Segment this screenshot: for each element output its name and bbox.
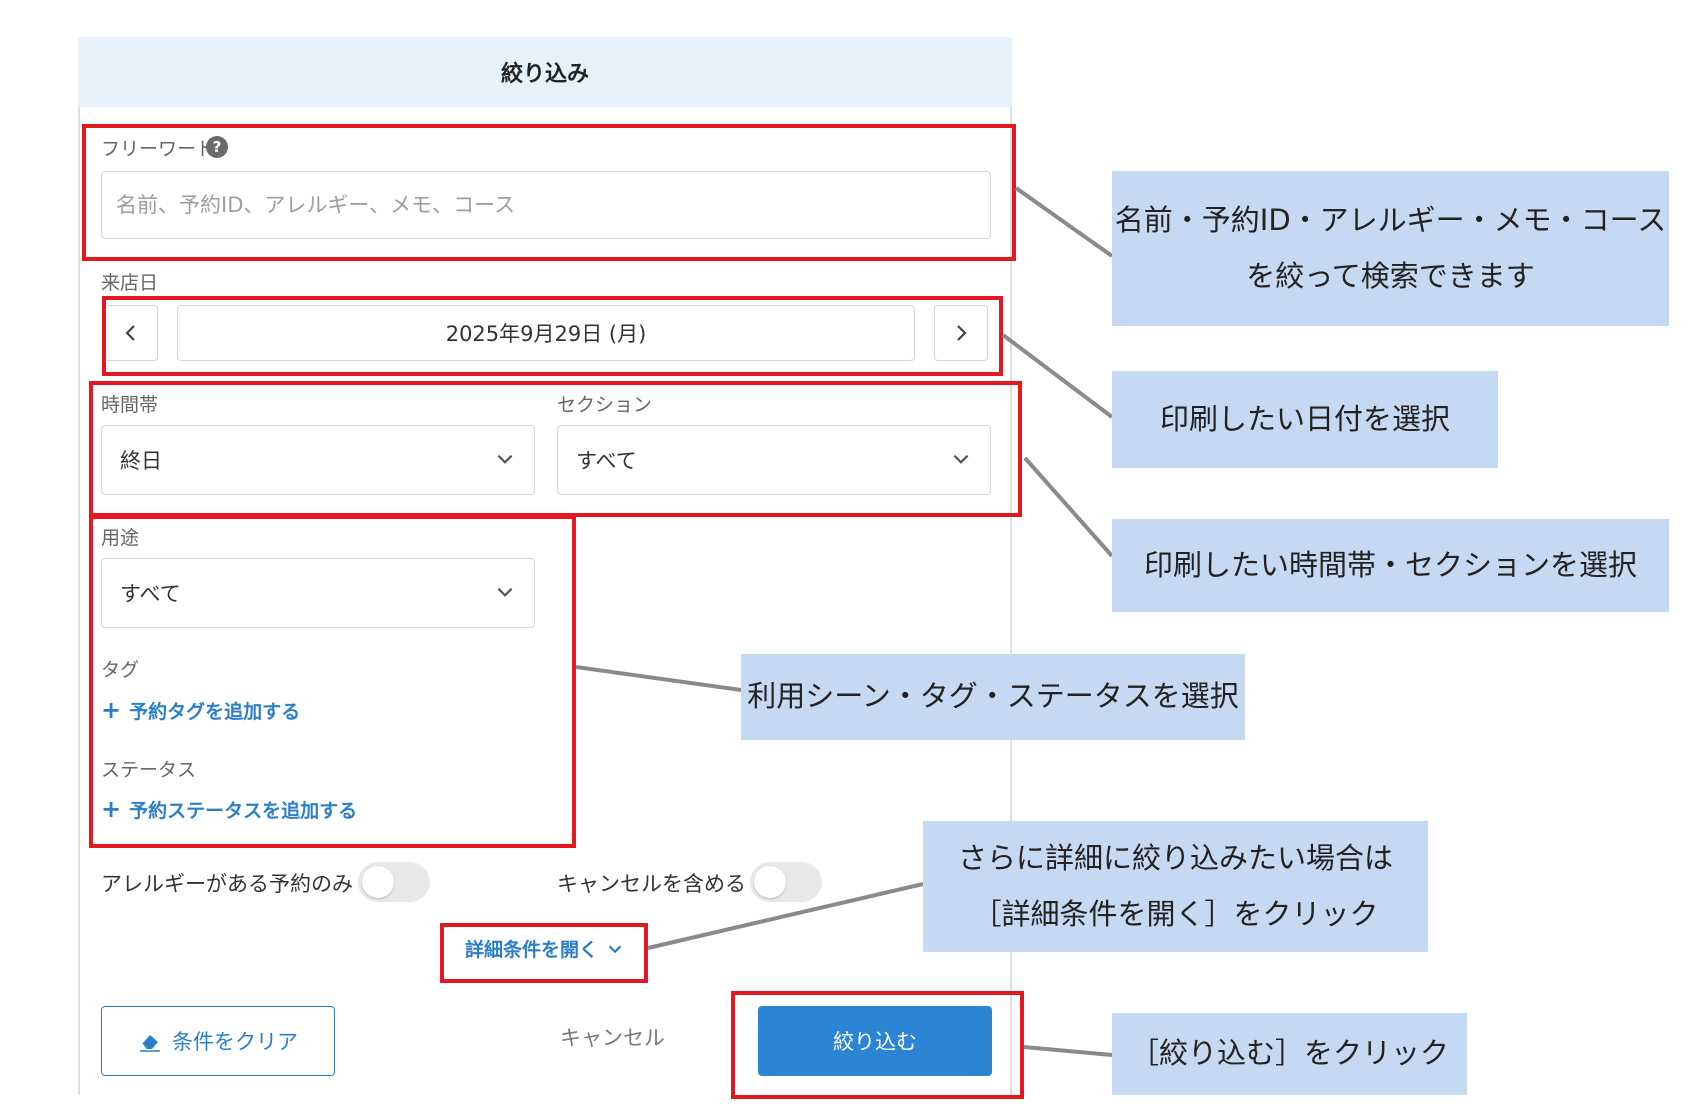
prev-date-button[interactable] (104, 305, 158, 361)
chevron-down-icon (497, 587, 513, 597)
cancel-button[interactable]: キャンセル (560, 1026, 665, 1050)
time-slot-select[interactable]: 終日 (101, 425, 535, 495)
callout-time-section: 印刷したい時間帯・セクションを選択 (1112, 519, 1669, 612)
highlight-submit (731, 991, 1024, 1099)
plus-icon: + (101, 696, 122, 724)
connector-freeword (1014, 186, 1114, 258)
purpose-label: 用途 (101, 527, 140, 549)
date-display[interactable]: 2025年9月29日 (月) (177, 305, 915, 361)
callout-usage-tag-status: 利用シーン・タグ・ステータスを選択 (741, 654, 1245, 740)
callout-date-text: 印刷したい日付を選択 (1159, 401, 1450, 436)
include-cancel-label: キャンセルを含める (557, 872, 746, 896)
add-status-link[interactable]: + 予約ステータスを追加する (101, 795, 357, 823)
callout-detail: さらに詳細に絞り込みたい場合は ［詳細条件を開く］をクリック (923, 821, 1428, 952)
highlight-detail-link (440, 923, 648, 983)
callout-usage-text: 利用シーン・タグ・ステータスを選択 (747, 679, 1239, 714)
callout-submit-text: ［絞り込む］をクリック (1129, 1036, 1449, 1071)
help-icon[interactable]: ? (206, 136, 228, 158)
callout-freeword-line2: を絞って検索できます (1246, 258, 1535, 293)
purpose-select[interactable]: すべて (101, 558, 535, 628)
connector-detail (647, 882, 924, 950)
callout-freeword-line1: 名前・予約ID・アレルギー・メモ・コース (1114, 203, 1667, 238)
status-label: ステータス (101, 759, 197, 781)
callout-detail-line1: さらに詳細に絞り込みたい場合は (957, 841, 1393, 876)
section-label: セクション (557, 394, 653, 416)
freeword-input[interactable] (101, 171, 991, 239)
eraser-icon (140, 1035, 160, 1052)
callout-time-section-text: 印刷したい時間帯・セクションを選択 (1143, 547, 1637, 582)
open-detail-text: 詳細条件を開く (465, 939, 599, 961)
chevron-down-icon (953, 454, 969, 464)
time-slot-value: 終日 (120, 449, 162, 473)
chevron-down-icon (608, 945, 622, 953)
connector-time-section (1023, 456, 1114, 558)
callout-submit: ［絞り込む］をクリック (1112, 1013, 1467, 1095)
submit-filter-button[interactable]: 絞り込む (758, 1006, 992, 1076)
tag-label: タグ (101, 659, 140, 681)
chevron-left-icon (125, 325, 135, 341)
section-select[interactable]: すべて (557, 425, 991, 495)
time-slot-label: 時間帯 (101, 394, 159, 416)
panel-title: 絞り込み (78, 37, 1012, 107)
toggle-knob (362, 866, 394, 898)
visit-date-label: 来店日 (101, 272, 159, 294)
allergy-only-toggle[interactable] (358, 862, 430, 902)
panel-border-right (1010, 37, 1012, 1095)
highlight-purpose-tag-status (89, 515, 576, 848)
include-cancel-toggle[interactable] (750, 862, 822, 902)
callout-detail-line2: ［詳細条件を開く］をクリック (972, 896, 1379, 931)
next-date-button[interactable] (934, 305, 988, 361)
connector-submit (1023, 1045, 1113, 1057)
add-status-text: 予約ステータスを追加する (129, 799, 358, 822)
clear-button-label: 条件をクリア (172, 1030, 298, 1054)
section-value: すべて (576, 449, 637, 473)
freeword-label: フリーワード (101, 138, 216, 160)
toggle-knob (754, 866, 786, 898)
highlight-freeword (82, 124, 1016, 261)
callout-date: 印刷したい日付を選択 (1112, 371, 1498, 468)
chevron-down-icon (497, 454, 513, 464)
add-tag-text: 予約タグを追加する (129, 700, 301, 723)
connector-purpose (575, 665, 742, 692)
callout-freeword: 名前・予約ID・アレルギー・メモ・コース を絞って検索できます (1112, 171, 1669, 326)
connector-date (1001, 333, 1114, 419)
clear-conditions-button[interactable]: 条件をクリア (101, 1006, 335, 1076)
open-detail-link[interactable]: 詳細条件を開く (465, 935, 624, 962)
plus-icon: + (101, 795, 122, 823)
chevron-right-icon (957, 325, 967, 341)
allergy-only-label: アレルギーがある予約のみ (101, 872, 353, 896)
purpose-value: すべて (120, 582, 181, 606)
add-tag-link[interactable]: + 予約タグを追加する (101, 696, 300, 724)
panel-border-left (78, 37, 80, 1095)
highlight-date (102, 296, 1003, 376)
